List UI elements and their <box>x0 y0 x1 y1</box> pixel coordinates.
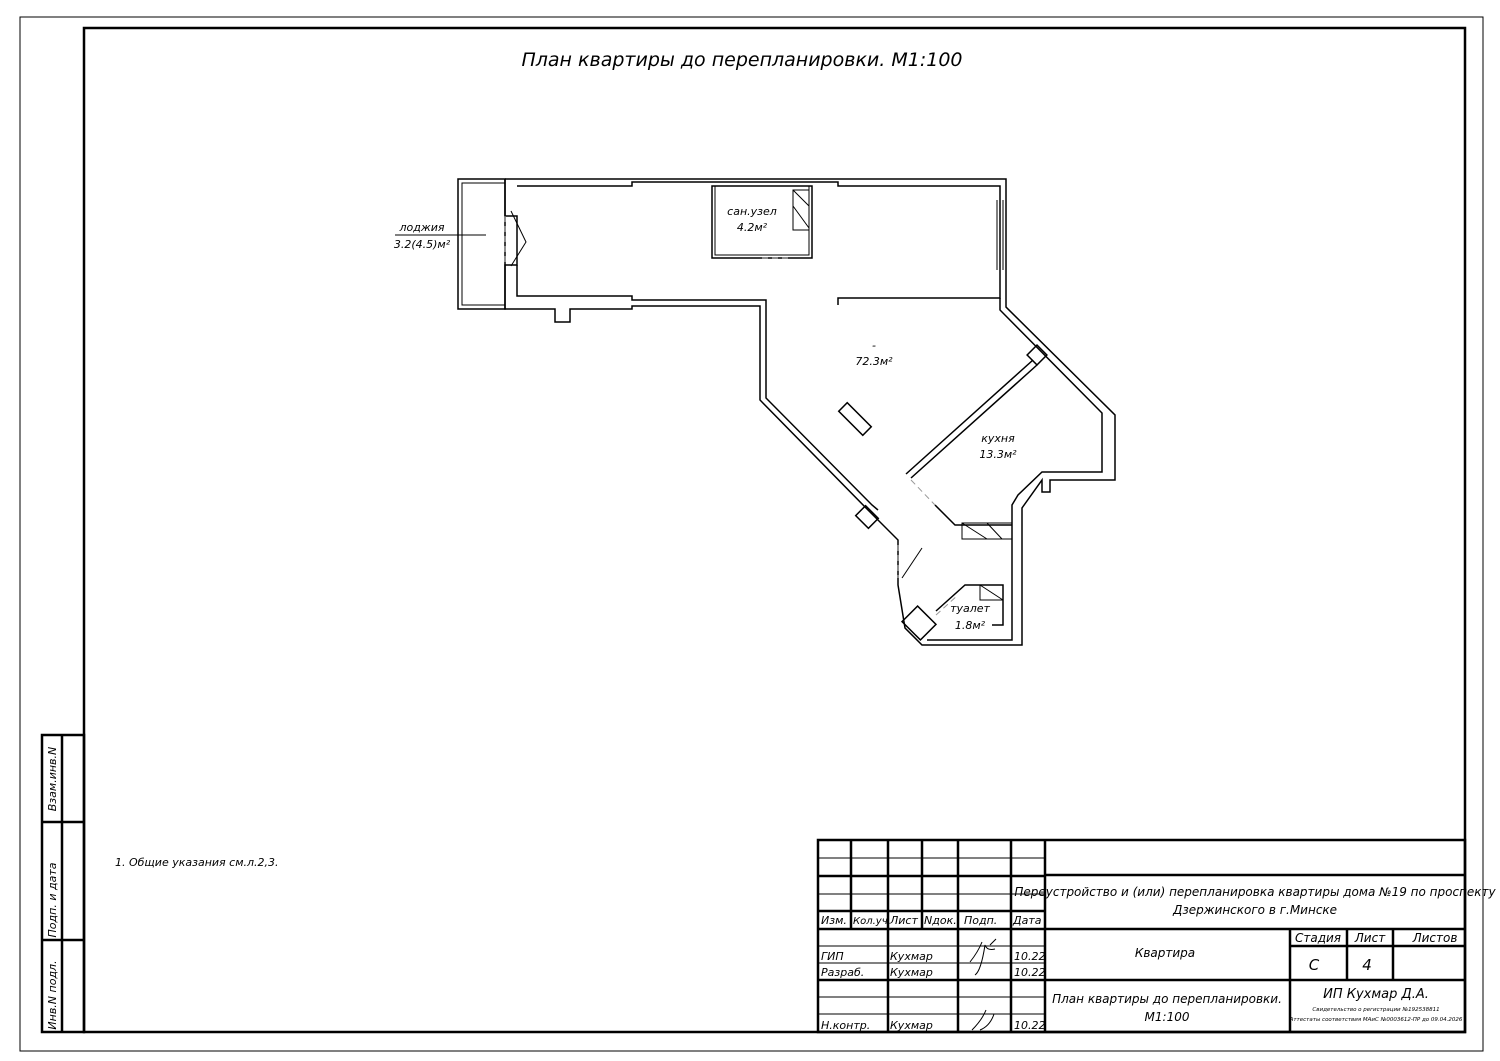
header-list: Лист <box>889 914 918 927</box>
inner-wall <box>517 181 1001 305</box>
loggia-label: лоджия <box>398 221 444 234</box>
sheets-label: Листов <box>1412 931 1458 945</box>
project-title-line2: Дзержинского в г.Минске <box>1172 903 1337 917</box>
stage-label: Стадия <box>1295 931 1341 945</box>
date-nkontr: 10.22 <box>1014 1019 1046 1032</box>
side-stamp-podp: Подп. и дата <box>46 862 59 937</box>
bathroom-label: сан.узел <box>727 205 777 218</box>
company-name: ИП Кухмар Д.А. <box>1323 987 1429 1002</box>
title-block: Изм. Кол.уч. Лист Nдок. Подп. Дата ГИП К… <box>816 838 1497 1034</box>
role-razrab: Разраб. <box>821 966 864 979</box>
name-nkontr: Кухмар <box>890 1019 933 1032</box>
drawing-title: План квартиры до перепланировки. М1:100 <box>521 49 962 71</box>
outer-wall <box>504 178 1116 646</box>
sheet-label: Лист <box>1354 931 1386 945</box>
header-kol: Кол.уч. <box>853 916 891 927</box>
name-gip: Кухмар <box>890 950 933 963</box>
header-date: Дата <box>1012 914 1042 927</box>
object-name: Квартира <box>1135 946 1195 960</box>
general-note: 1. Общие указания см.л.2,3. <box>115 856 279 869</box>
loggia-area: 3.2(4.5)м² <box>394 238 451 251</box>
stage-value: С <box>1309 956 1320 974</box>
date-razrab: 10.22 <box>1014 966 1046 979</box>
name-razrab: Кухмар <box>890 966 933 979</box>
signature-gip <box>969 938 997 976</box>
column <box>837 401 873 437</box>
role-nkontr: Н.контр. <box>821 1019 870 1032</box>
certificate-text: Аттестаты соответствия МАиС №0003612-ПР … <box>1289 1017 1463 1023</box>
kitchen-label: кухня <box>981 432 1015 445</box>
signature-nkontr <box>971 1009 995 1031</box>
header-izm: Изм. <box>821 914 847 927</box>
sheet-value: 4 <box>1362 956 1372 974</box>
outer-border <box>19 16 1484 1052</box>
side-stamp-vzam: Взам.инв.N <box>46 747 59 811</box>
living-label: - <box>872 339 876 352</box>
header-ndok: Nдок. <box>924 914 957 927</box>
drawing-frame <box>82 26 1467 1034</box>
date-gip: 10.22 <box>1014 950 1046 963</box>
floor-plan <box>395 178 1116 646</box>
registration-text: Свидетельство о регистрации №192538811 <box>1312 1007 1439 1013</box>
toilet-area: 1.8м² <box>955 619 986 632</box>
loggia-outline <box>457 178 506 310</box>
kitchen-area: 13.3м² <box>979 448 1017 461</box>
toilet-label: туалет <box>950 602 990 615</box>
header-podp: Подп. <box>964 914 997 927</box>
sheet-title-line1: План квартиры до перепланировки. <box>1052 992 1282 1006</box>
side-stamp-inv: Инв.N подл. <box>46 960 59 1029</box>
living-area: 72.3м² <box>855 355 893 368</box>
project-title-line1: Переустройство и (или) перепланировка кв… <box>1014 885 1496 899</box>
side-stamp: Взам.инв.N Подп. и дата Инв.N подл. <box>40 733 86 1034</box>
bathroom-area: 4.2м² <box>737 221 768 234</box>
sheet-title-line2: М1:100 <box>1145 1010 1190 1024</box>
role-gip: ГИП <box>821 950 844 963</box>
